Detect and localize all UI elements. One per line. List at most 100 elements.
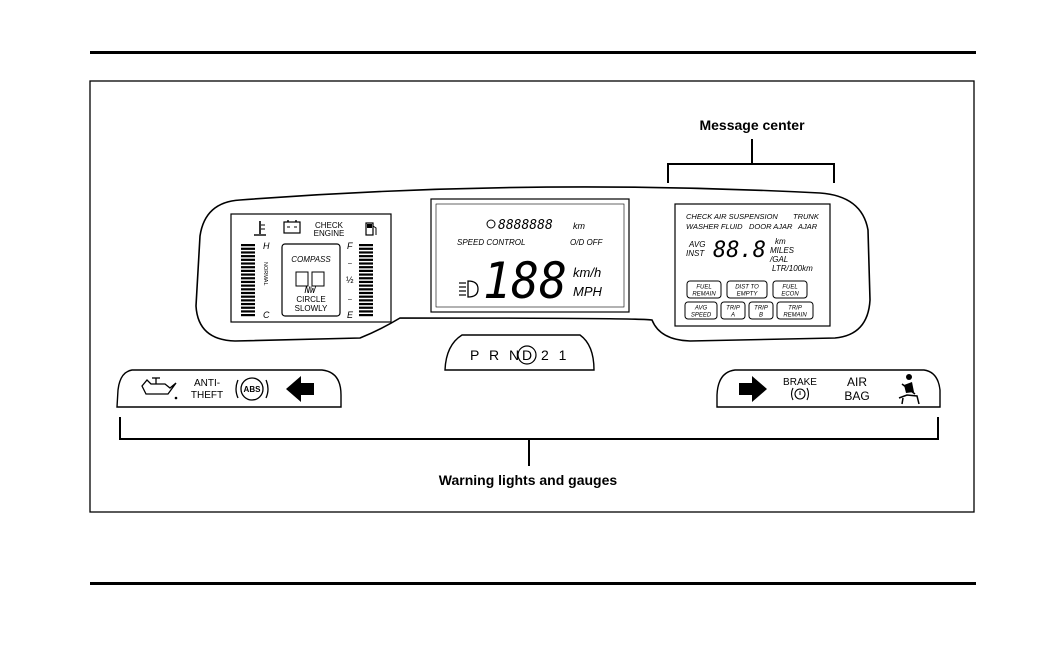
fuel-gauge-segment — [359, 288, 373, 291]
unit-miles-label: MILES — [770, 246, 795, 255]
temp-gauge-segment — [241, 284, 255, 287]
fuel-pump-icon — [365, 222, 377, 236]
temp-gauge-segment — [241, 273, 255, 276]
fuel-gauge-segment — [359, 284, 373, 287]
message-center-button-label: FUEL — [696, 285, 711, 291]
fuel-empty-label: E — [347, 310, 354, 320]
circle-slowly-label-2: SLOWLY — [295, 304, 328, 313]
fuel-gauge-segment — [359, 244, 373, 247]
washer-fluid-label: WASHER FLUID — [686, 222, 743, 231]
speed-digits: 188 — [483, 252, 567, 310]
fuel-gauge: F – ½ – E — [346, 241, 373, 320]
temp-hot-label: H — [263, 241, 270, 251]
center-speedometer-panel: 8888888 km SPEED CONTROL O/D OFF 188 km/… — [430, 198, 630, 313]
warning-lights-bracket — [119, 417, 939, 466]
fuel-gauge-segment — [359, 251, 373, 254]
fuel-full-label: F — [347, 241, 353, 251]
trunk-ajar-label: AJAR — [797, 222, 818, 231]
temp-gauge-segment — [241, 262, 255, 265]
speed-unit-mph: MPH — [573, 284, 603, 299]
figure-frame — [89, 80, 975, 513]
anti-theft-label-1: ANTI- — [194, 378, 220, 389]
left-gauge-panel: CHECK ENGINE H C NORMAL COMPASS NW CIRCL… — [230, 213, 392, 323]
temp-gauge-segment — [241, 295, 255, 298]
abs-icon: ABS — [235, 377, 269, 401]
message-center-button-label: DIST TO — [735, 285, 759, 291]
check-engine-label-1: CHECK — [315, 221, 344, 230]
air-bag-label-2: BAG — [844, 389, 869, 403]
temp-gauge-segment — [241, 288, 255, 291]
right-warning-strip: BRAKE AIR BAG — [716, 369, 941, 408]
fuel-gauge-segment — [359, 310, 373, 313]
fuel-half-label: ½ — [346, 275, 354, 285]
message-center-button-label: TRIP — [788, 306, 802, 312]
fuel-gauge-segment — [359, 314, 373, 317]
fuel-gauge-segment — [359, 273, 373, 276]
gear-p-r-n: P R N — [470, 347, 522, 363]
message-center-button-label: REMAIN — [692, 292, 716, 298]
normal-range-label: NORMAL — [262, 262, 268, 286]
fuel-gauge-segment — [359, 277, 373, 280]
od-off-label: O/D OFF — [570, 238, 604, 247]
compass-digits: NW — [304, 286, 317, 296]
message-center-button-label: AVG — [694, 306, 708, 312]
battery-icon — [283, 220, 301, 234]
temp-gauge-segment — [241, 291, 255, 295]
speed-unit-kmh: km/h — [573, 265, 601, 280]
temp-gauge-segment — [241, 310, 255, 313]
compass-title: COMPASS — [291, 255, 331, 264]
message-center-button-label: REMAIN — [783, 313, 807, 319]
message-center-label: Message center — [699, 117, 805, 133]
dashboard-bezel — [195, 186, 871, 342]
gear-selected-d: D — [522, 347, 532, 363]
temp-gauge-segment — [241, 269, 255, 272]
temp-gauge-segment — [241, 299, 255, 302]
message-center-panel: CHECK AIR SUSPENSION TRUNK WASHER FLUID … — [674, 203, 831, 327]
odometer-icon — [486, 219, 496, 229]
message-center-button-label: TRIP — [726, 306, 740, 312]
top-rule — [90, 51, 976, 54]
temp-cold-label: C — [263, 310, 270, 320]
temp-gauge-segment — [241, 277, 255, 280]
compass-display: COMPASS NW CIRCLE SLOWLY — [281, 243, 341, 317]
fuel-gauge-segment — [359, 247, 373, 250]
fuel-gauge-segment — [359, 291, 373, 295]
message-center-button-label: FUEL — [782, 285, 797, 291]
unit-km-label: km — [775, 237, 786, 246]
fuel-tick-mark: – — [348, 296, 352, 303]
trunk-label: TRUNK — [793, 212, 820, 221]
svg-text:ABS: ABS — [244, 385, 262, 394]
fuel-gauge-segment — [359, 280, 373, 284]
fuel-gauge-segment — [359, 266, 373, 269]
fuel-gauge-segment — [359, 295, 373, 298]
gear-selected-circle — [517, 345, 537, 365]
fuel-tick-mark: – — [348, 260, 352, 267]
unit-gal-label: /GAL — [769, 255, 788, 264]
fuel-gauge-segment — [359, 255, 373, 258]
message-center-button-label: A — [730, 313, 735, 319]
temp-gauge-segment — [241, 266, 255, 269]
temp-gauge-segment — [241, 247, 255, 250]
fuel-gauge-segment — [359, 302, 373, 306]
temp-gauge-segment — [241, 251, 255, 254]
left-warning-strip: ANTI- THEFT ABS — [116, 369, 342, 408]
air-bag-label-1: AIR — [847, 375, 867, 389]
fuel-gauge-segment — [359, 269, 373, 272]
brake-label: BRAKE — [783, 377, 817, 388]
check-engine-label-2: ENGINE — [314, 229, 345, 238]
temp-gauge-segment — [241, 255, 255, 258]
seatbelt-icon — [898, 374, 920, 405]
thermometer-icon — [254, 221, 266, 236]
message-center-bracket — [667, 139, 835, 183]
odometer-digits: 8888888 — [498, 218, 553, 233]
inst-label: INST — [686, 249, 705, 258]
temp-gauge-segment — [241, 280, 255, 284]
door-ajar-label: DOOR AJAR — [749, 222, 793, 231]
gear-selector: P R N D 2 1 — [444, 334, 595, 371]
